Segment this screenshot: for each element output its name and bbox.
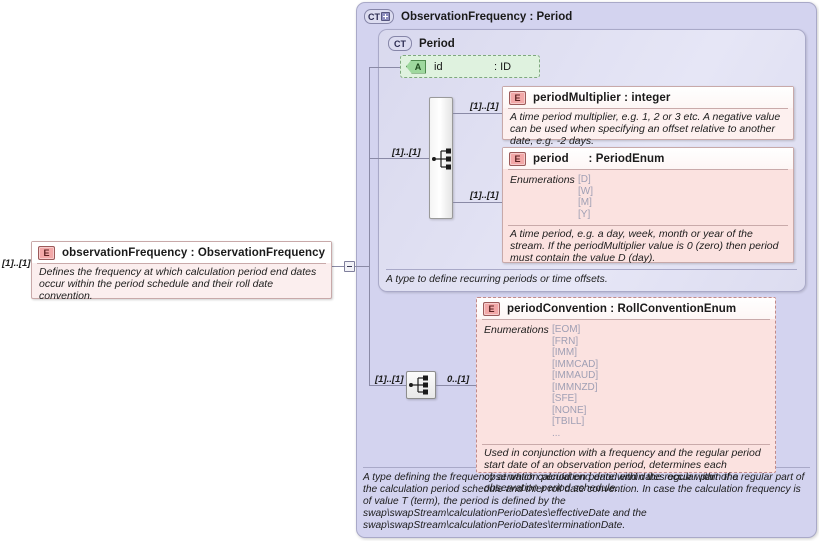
sequence-compositor-bar[interactable] [429, 97, 453, 219]
element-title: period : PeriodEnum [533, 153, 665, 165]
element-icon: E [38, 246, 55, 260]
cardinality-period-multiplier: [1]..[1] [470, 101, 499, 112]
element-title: observationFrequency : ObservationFreque… [62, 247, 326, 259]
element-description: Used in conjunction with a frequency and… [484, 447, 761, 495]
enumerations-block: Enumerations [EOM] [FRN] [IMM] [IMMCAD] … [477, 320, 775, 444]
element-title-row: E periodConvention : RollConventionEnum [477, 298, 775, 319]
divider [482, 444, 770, 445]
element-period-multiplier[interactable]: E periodMultiplier : integer A time peri… [502, 86, 794, 147]
complextype-icon[interactable]: CT [388, 36, 412, 51]
connector-spine-vertical [369, 67, 370, 267]
connector-left-to-outer [332, 266, 345, 267]
attribute-icon: A [406, 59, 426, 74]
attribute-id-name: id [434, 60, 443, 73]
sequence-compositor-icon [432, 148, 451, 170]
enumerations-label: Enumerations [484, 324, 549, 336]
element-description: A time period, e.g. a day, week, month o… [510, 228, 779, 264]
element-title: periodMultiplier : integer [533, 92, 671, 104]
outer-container-header: CT ObservationFrequency : Period [357, 3, 816, 24]
element-title-row: E observationFrequency : ObservationFreq… [32, 242, 331, 263]
divider [37, 263, 326, 264]
element-period[interactable]: E period : PeriodEnum Enumerations [D] [… [502, 147, 794, 264]
element-title: periodConvention : RollConventionEnum [507, 303, 737, 315]
element-description: Defines the frequency at which calculati… [39, 266, 317, 302]
inner-container-description: A type to define recurring periods or ti… [386, 269, 797, 286]
enumerations-block: Enumerations [D] [W] [M] [Y] [503, 170, 793, 225]
connector-outer-entry [355, 266, 369, 267]
cardinality-period: [1]..[1] [470, 190, 499, 201]
connector-to-lower-sequence [369, 385, 406, 386]
attribute-id-type: : ID [494, 60, 512, 73]
element-period-convention[interactable]: E periodConvention : RollConventionEnum … [476, 297, 776, 494]
element-title-row: E periodMultiplier : integer [503, 87, 793, 108]
enumerations-label: Enumerations [510, 174, 575, 186]
divider [508, 225, 788, 226]
inner-container-title: Period [419, 37, 455, 50]
connector-to-sequence-bar [369, 158, 429, 159]
connector-to-period [453, 202, 502, 203]
enumerations-values: [D] [W] [M] [Y] [578, 174, 593, 220]
element-description: A time period multiplier, e.g. 1, 2 or 3… [510, 111, 781, 147]
divider [482, 319, 770, 320]
element-icon: E [483, 302, 500, 316]
connector-to-period-multiplier [453, 113, 502, 114]
cardinality-period-convention-right: 0..[1] [447, 374, 470, 385]
cardinality-left-element: [1]..[1] [2, 258, 31, 269]
connector-to-period-convention [436, 385, 476, 386]
ct-badge-label-inner: CT [394, 38, 406, 49]
element-icon: E [509, 91, 526, 105]
collapse-toggle-icon[interactable] [344, 261, 355, 272]
connector-spine-lower [369, 266, 370, 385]
plus-icon[interactable] [381, 12, 390, 21]
ct-badge-label: CT [368, 11, 380, 22]
attribute-id[interactable]: A id : ID [400, 55, 540, 78]
enumerations-values: [EOM] [FRN] [IMM] [IMMCAD] [IMMAUD] [IMM… [552, 324, 599, 439]
connector-to-id-attribute [369, 67, 400, 68]
divider [508, 108, 788, 109]
element-title-row: E period : PeriodEnum [503, 148, 793, 169]
complextype-expand-icon[interactable]: CT [364, 9, 394, 24]
cardinality-sequence: [1]..[1] [392, 147, 421, 158]
element-observation-frequency[interactable]: E observationFrequency : ObservationFreq… [31, 241, 332, 302]
divider [508, 169, 788, 170]
sequence-compositor-icon-lower [409, 375, 428, 395]
element-icon: E [509, 152, 526, 166]
inner-container-header: CT Period [379, 30, 805, 51]
sequence-compositor-lower[interactable] [406, 371, 436, 399]
outer-container-title: ObservationFrequency : Period [401, 10, 573, 23]
cardinality-period-convention-left: [1]..[1] [375, 374, 404, 385]
